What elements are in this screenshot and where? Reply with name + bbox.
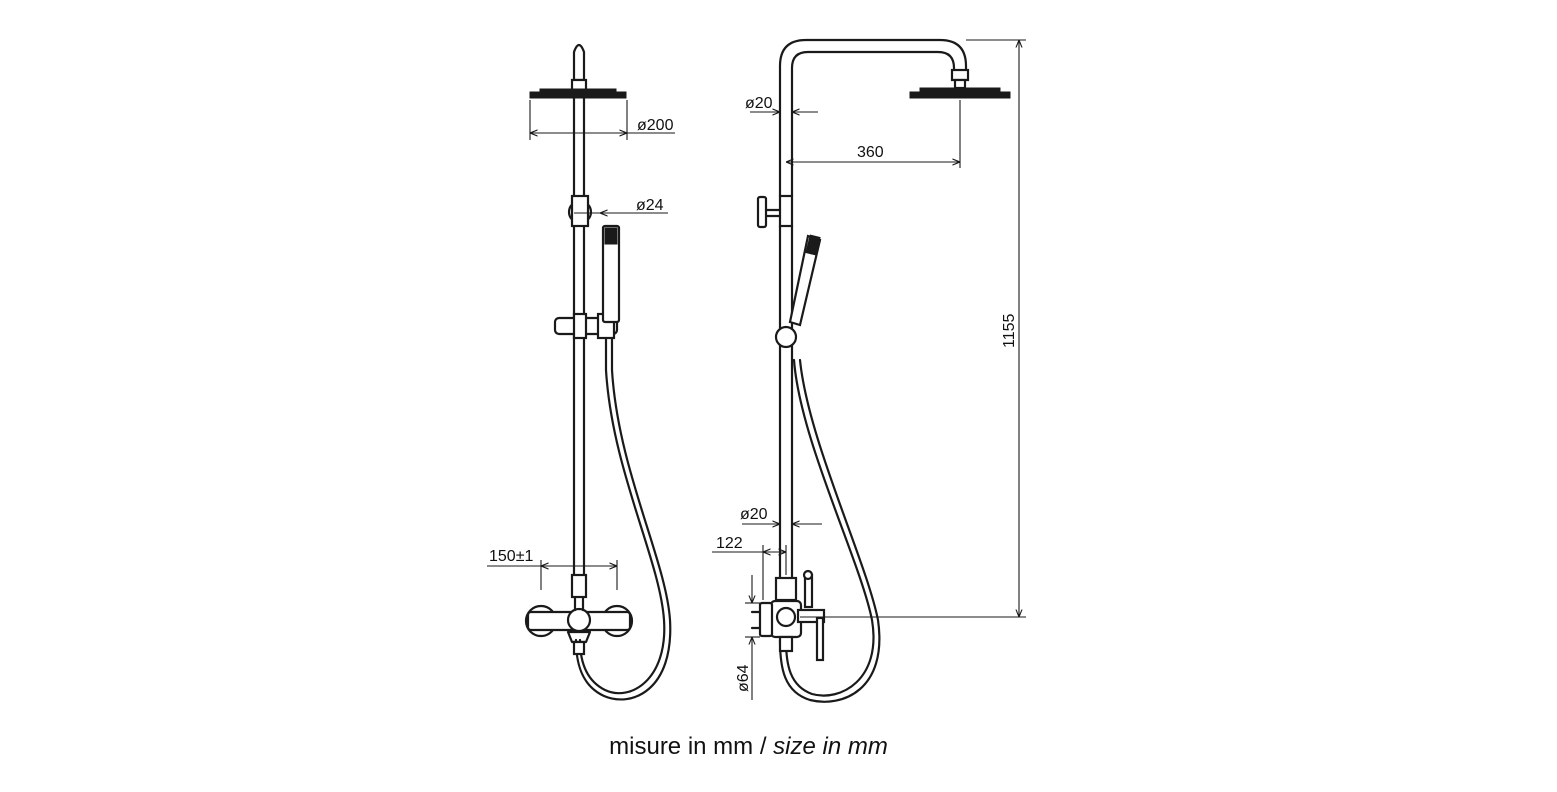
side-diverter-block <box>778 194 794 228</box>
front-view: ø200 ø24 150±1 <box>487 43 675 701</box>
front-shower-head <box>529 91 627 99</box>
front-head-neck <box>572 43 586 82</box>
side-wall-flange <box>758 601 774 638</box>
side-flange-diameter-label: ø64 <box>735 664 752 692</box>
caption-italic: size in mm <box>773 733 888 760</box>
side-hose <box>784 358 875 697</box>
front-bar-diameter-label: ø24 <box>636 197 664 214</box>
caption-main: misure in mm <box>609 733 754 760</box>
front-hand-shower <box>601 224 621 324</box>
units-caption: misure in mm / size in mm <box>0 733 1497 761</box>
side-lever <box>815 616 825 662</box>
side-slider <box>774 325 798 349</box>
side-arm-reach-label: 360 <box>857 144 884 161</box>
side-shower-head <box>909 91 1011 99</box>
caption-separator: / <box>753 733 774 760</box>
side-view: ø20 360 1155 ø20 122 ø64 <box>712 38 1026 703</box>
side-arm-diameter-label: ø20 <box>745 95 773 112</box>
side-bar-diameter-label: ø20 <box>740 506 768 523</box>
side-mixer-projection-label: 122 <box>716 535 743 552</box>
side-mixer-body <box>774 576 798 602</box>
front-head-diameter-label: ø200 <box>637 117 674 134</box>
side-height-label: 1155 <box>1001 313 1018 348</box>
front-center-distance-label: 150±1 <box>489 548 533 565</box>
front-hose <box>578 336 666 695</box>
side-shower-arm <box>778 38 968 198</box>
side-diverter-knob <box>756 195 768 229</box>
